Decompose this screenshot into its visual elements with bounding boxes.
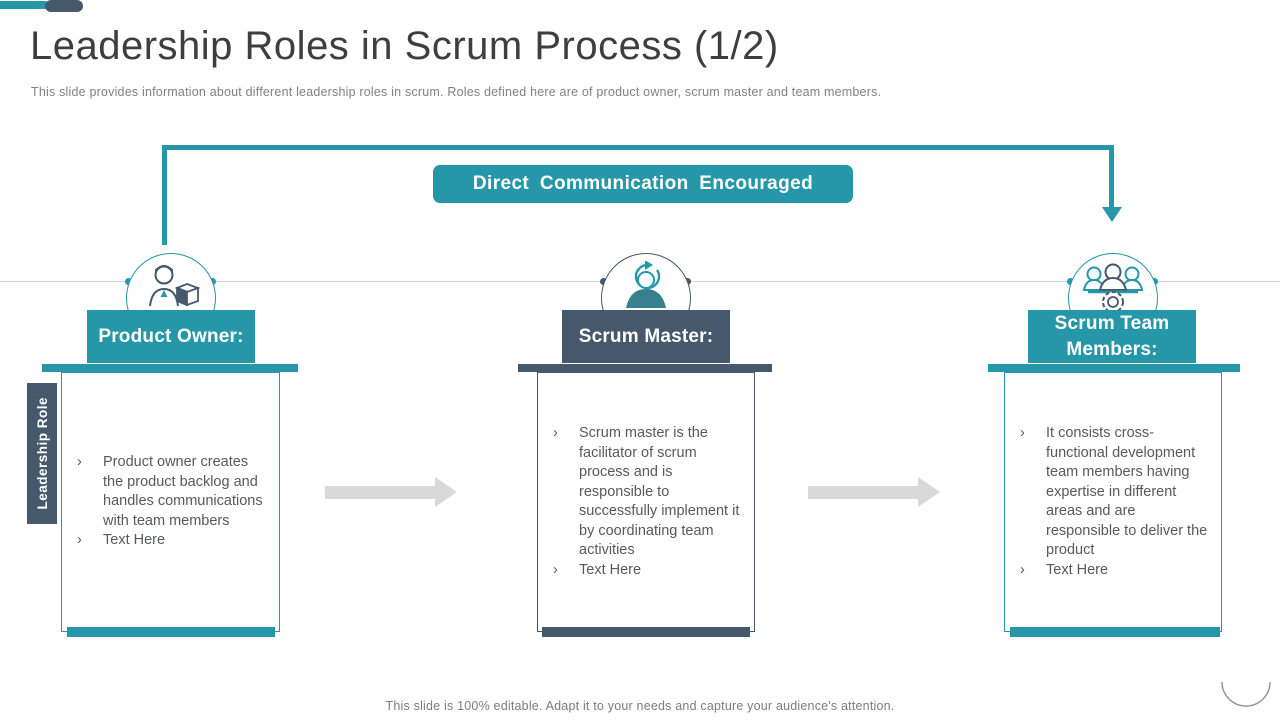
scrum-master-icon — [626, 261, 666, 308]
bullet-text: Text Here — [103, 532, 166, 549]
column-bottom-bar — [542, 627, 750, 637]
deco-bar-slate — [45, 0, 83, 12]
column-header-product-owner: Product Owner: — [87, 310, 255, 363]
bullet-item: › It consists cross-functional developme… — [1017, 424, 1209, 561]
scrum-team-icon — [1082, 263, 1144, 313]
bullet-item: › Scrum master is the facilitator of scr… — [550, 424, 742, 561]
connector-right-line — [1109, 145, 1114, 208]
product-owner-text-box: › Product owner creates the product back… — [61, 372, 280, 632]
bullet-text: Scrum master is the facilitator of scrum… — [579, 425, 740, 558]
column-top-bar — [42, 364, 298, 372]
connector-arrow-down-icon — [1102, 207, 1122, 222]
bullet-item: › Text Here — [1017, 561, 1209, 581]
deco-bar-teal — [0, 1, 49, 9]
bullet-item: › Text Here — [74, 531, 267, 551]
leadership-role-label: Leadership Role — [34, 397, 50, 510]
column-top-bar — [988, 364, 1240, 372]
scrum-master-text-box: › Scrum master is the facilitator of scr… — [537, 372, 755, 632]
flow-arrow-right-icon — [808, 477, 940, 507]
column-bottom-bar — [67, 627, 275, 637]
bullet-text: Text Here — [579, 561, 642, 578]
product-owner-icon — [149, 265, 201, 307]
direct-communication-banner: Direct Communication Encouraged — [433, 165, 853, 203]
bullet-item: › Product owner creates the product back… — [74, 453, 267, 531]
column-bottom-bar — [1010, 627, 1220, 637]
column-header-scrum-team: Scrum Team Members: — [1028, 310, 1196, 363]
bullet-text: It consists cross-functional development… — [1046, 425, 1208, 558]
scrum-team-text-box: › It consists cross-functional developme… — [1004, 372, 1222, 632]
footer-note: This slide is 100% editable. Adapt it to… — [385, 699, 895, 713]
leadership-role-tab: Leadership Role — [27, 383, 57, 524]
bullet-marker: › — [1020, 561, 1025, 578]
bullet-item: › Text Here — [550, 561, 742, 581]
bullet-text: Product owner creates the product backlo… — [103, 454, 263, 529]
page-title: Leadership Roles in Scrum Process (1/2) — [30, 24, 779, 68]
corner-arc-icon — [1221, 681, 1271, 707]
bullet-text: Text Here — [1046, 561, 1109, 578]
flow-arrow-right-icon — [325, 477, 457, 507]
page-subtitle: This slide provides information about di… — [31, 85, 882, 99]
bullet-marker: › — [77, 532, 82, 549]
connector-horizontal-line — [162, 145, 1114, 150]
bullet-marker: › — [77, 454, 82, 471]
bullet-marker: › — [553, 425, 558, 441]
bullet-marker: › — [1020, 425, 1025, 441]
column-top-bar — [518, 364, 772, 372]
column-header-scrum-master: Scrum Master: — [562, 310, 730, 363]
connector-left-line — [162, 145, 167, 245]
bullet-marker: › — [553, 561, 558, 578]
